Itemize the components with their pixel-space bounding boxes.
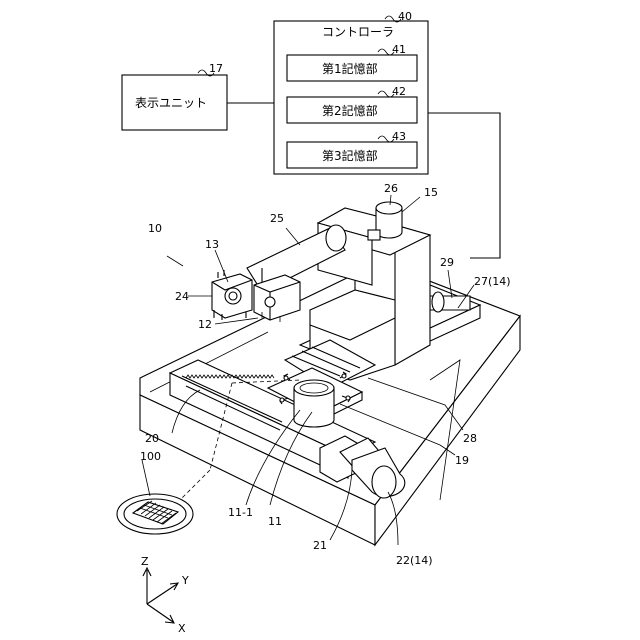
x-axis-arrow: [147, 604, 173, 622]
controller-block: コントローラ 40 第1記憶部 41 第2記憶部 42 第3記憶部 43: [274, 10, 428, 174]
ref-26: 26: [384, 182, 398, 195]
ref-25: 25: [270, 212, 284, 225]
ref-17: 17: [209, 62, 223, 75]
ref-43: 43: [392, 130, 406, 143]
ref-12: 12: [198, 318, 212, 331]
z-axis-label: Z: [141, 555, 149, 568]
ref-21: 21: [313, 539, 327, 552]
ref-100: 100: [140, 450, 161, 463]
ref-29: 29: [440, 256, 454, 269]
controller-label: コントローラ: [322, 25, 394, 39]
workpiece: [117, 494, 193, 534]
memory3-label: 第3記憶部: [322, 148, 378, 163]
ref-24: 24: [175, 290, 189, 303]
y-axis-arrow: [147, 584, 177, 604]
memory1-label: 第1記憶部: [322, 61, 378, 76]
memory2-label: 第2記憶部: [322, 103, 378, 118]
ref-20: 20: [145, 432, 159, 445]
display-label: 表示ユニット: [135, 96, 207, 110]
ref-40: 40: [398, 10, 412, 23]
ref-19: 19: [455, 454, 469, 467]
ref-13: 13: [205, 238, 219, 251]
axes-indicator: Z Y X: [141, 555, 189, 635]
ref-11-1: 11-1: [228, 506, 253, 519]
ref-22-14: 22(14): [396, 554, 433, 567]
x-axis-label: X: [178, 622, 186, 635]
ref-28: 28: [463, 432, 477, 445]
ref-11: 11: [268, 515, 282, 528]
ref-27-14: 27(14): [474, 275, 511, 288]
ref-15: 15: [424, 186, 438, 199]
display-block: 表示ユニット 17: [122, 62, 227, 130]
ref-10: 10: [148, 222, 162, 235]
ref-41: 41: [392, 43, 406, 56]
ref-42: 42: [392, 85, 406, 98]
y-axis-label: Y: [181, 574, 189, 587]
